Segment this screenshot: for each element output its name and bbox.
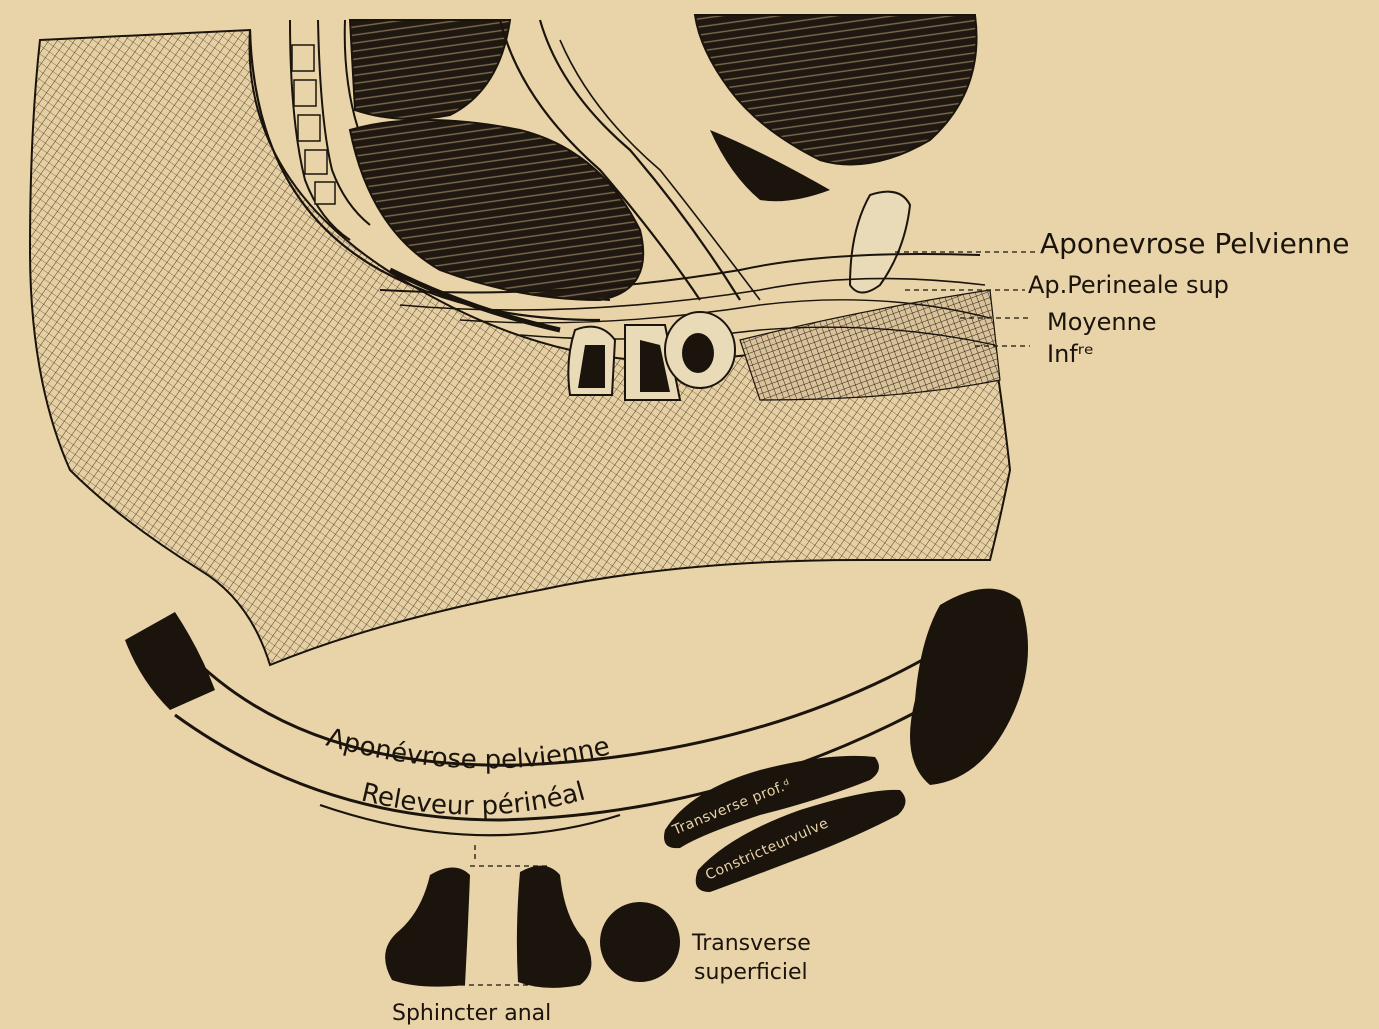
label-sphincter-anal: Sphincter anal	[392, 1001, 551, 1026]
lower-schematic: Aponévrose pelvienne Releveur périnéal T…	[125, 589, 1028, 1026]
coccyx-block	[125, 612, 215, 710]
pubic-symphysis	[850, 192, 910, 293]
label-ap-perineale-sup: Ap.Perineale sup	[1028, 271, 1229, 299]
label-aponevrose-pelvienne-lower: Aponévrose pelvienne	[323, 723, 612, 775]
sphincter-anal-left	[385, 868, 470, 987]
label-moyenne: Moyenne	[1047, 308, 1157, 336]
label-releveur-perineal: Releveur périnéal	[359, 777, 589, 822]
upper-sagittal-section: Aponevrose Pelvienne Ap.Perineale sup Mo…	[30, 15, 1350, 665]
transverse-superficiel-circle	[600, 902, 680, 982]
label-transverse-superficiel-line2: superficiel	[694, 960, 808, 985]
sphincter-anal-right	[517, 866, 592, 988]
rectum-upper	[350, 20, 510, 119]
label-aponevrose-pelvienne-upper: Aponevrose Pelvienne	[1040, 227, 1350, 260]
pubis-block	[910, 589, 1028, 785]
perineal-dense-zone	[740, 290, 1000, 400]
perineal-openings	[568, 312, 735, 400]
label-transverse-superficiel-line1: Transverse	[691, 931, 811, 956]
label-infre: Infʳᵉ	[1047, 340, 1094, 368]
